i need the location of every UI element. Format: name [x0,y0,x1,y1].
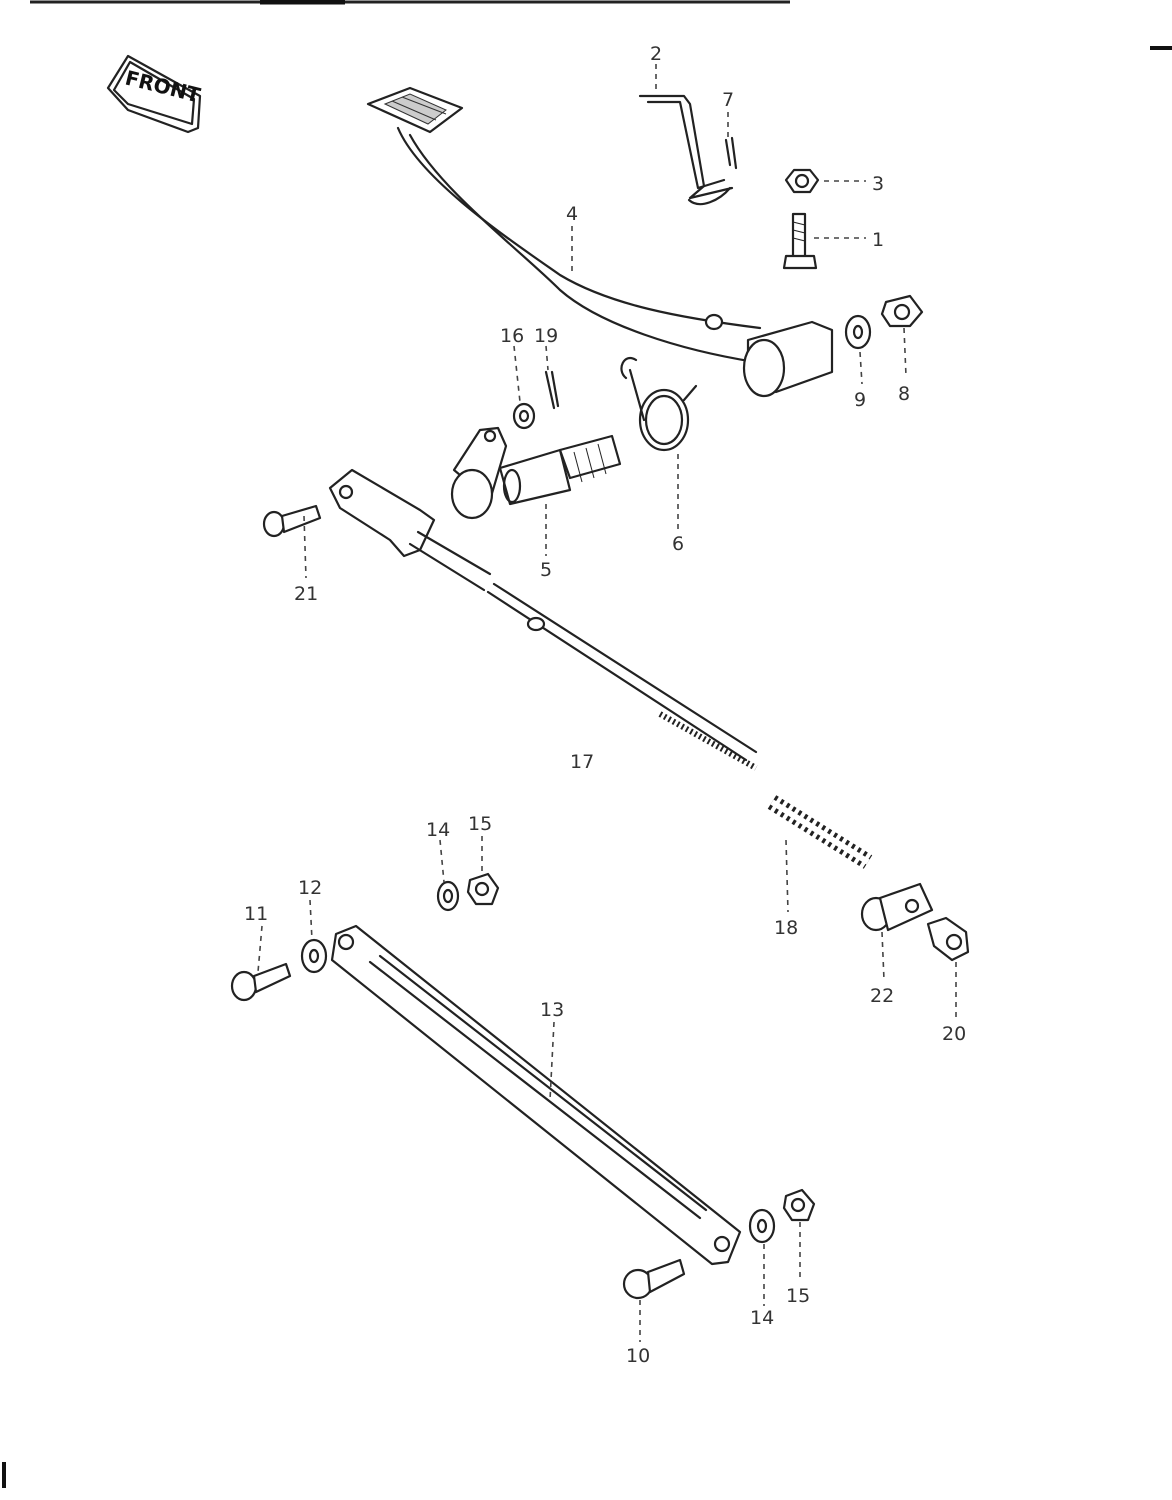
nut-3 [784,168,820,194]
brake-shaft [450,426,622,520]
brake-rod [328,468,758,771]
label-part-8: 8 [898,383,910,405]
label-part-20: 20 [942,1023,966,1045]
brake-pedal [366,86,834,398]
washer-14-upper [436,880,460,912]
label-part-21: 21 [294,583,318,605]
bolt-11 [230,962,292,1002]
bolt-1 [782,212,818,270]
washer-16 [512,402,536,430]
label-part-15-lower: 15 [786,1285,810,1307]
adjusting-nut [926,916,970,962]
return-spring [620,357,698,452]
brake-rod-spring [767,795,873,869]
label-part-22: 22 [870,985,894,1007]
front-direction-badge: FRONT [106,54,203,134]
label-part-15-upper: 15 [468,813,492,835]
cotter-pin-19 [544,370,560,410]
nut-8 [880,294,924,328]
nut-15-upper [466,872,500,906]
label-part-5: 5 [540,559,552,581]
label-part-6: 6 [672,533,684,555]
label-part-10: 10 [626,1345,650,1367]
label-part-4: 4 [566,203,578,225]
label-part-17: 17 [570,751,594,773]
label-part-18: 18 [774,917,798,939]
label-part-9: 9 [854,389,866,411]
label-part-1: 1 [872,229,884,251]
leader-lines [257,64,957,1342]
washer-12 [300,938,328,974]
bolt-10 [622,1258,686,1300]
label-part-3: 3 [872,173,884,195]
nut-15-lower [782,1188,816,1222]
label-part-14-upper: 14 [426,819,450,841]
cotter-pin-7 [724,136,738,170]
torque-link [330,924,742,1266]
label-part-14-lower: 14 [750,1307,774,1329]
label-part-11: 11 [244,903,268,925]
washer-14-lower [748,1208,776,1244]
label-part-13: 13 [540,999,564,1021]
label-part-12: 12 [298,877,322,899]
stopper-rod [638,94,734,206]
part-labels: 2 7 3 1 4 16 19 9 8 6 5 21 17 14 15 12 1… [244,43,966,1367]
rod-joint [860,882,934,932]
label-part-7: 7 [722,89,734,111]
label-part-16: 16 [500,325,524,347]
clevis-pin [262,504,322,538]
label-part-19: 19 [534,325,558,347]
label-part-2: 2 [650,43,662,65]
washer-9 [844,314,872,350]
